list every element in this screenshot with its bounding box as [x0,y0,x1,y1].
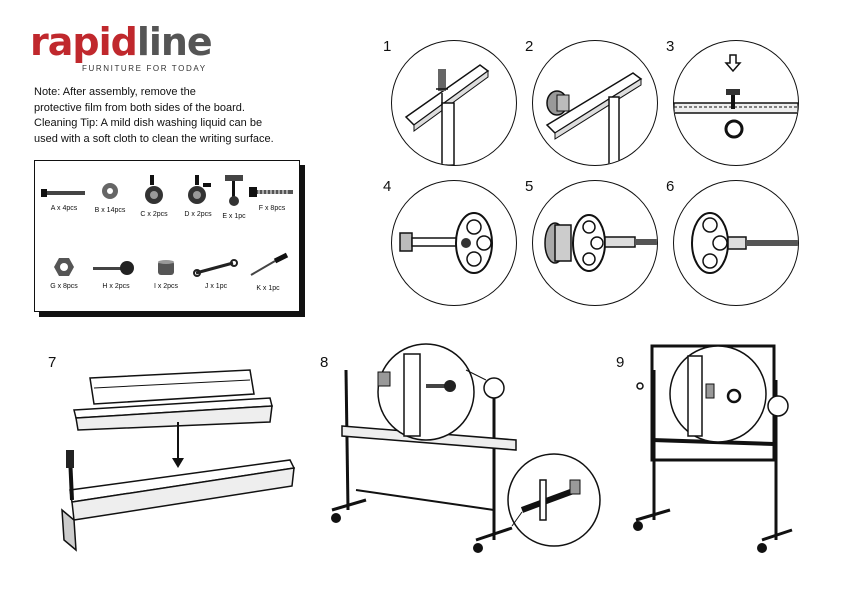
part-h: H x 2pcs [89,259,143,290]
logo-part-rapid: rapid [30,20,138,64]
parts-list-box: A x 4pcs B x 14pcs C x 2pcs D x 2pcs E x… [34,160,300,312]
washer-icon [102,183,118,199]
frame-bar-assembly-icon [404,64,490,165]
part-a: A x 4pcs [37,185,91,212]
logo-part-line: line [136,20,213,64]
step-9-illustration [626,340,816,560]
part-g: G x 8pcs [37,257,91,290]
bolt-into-knob-icon [399,212,493,274]
part-e: E x 1pc [207,175,261,220]
frame-panel-assembly-icon [61,369,296,552]
screwdriver-icon [250,252,289,276]
part-f: F x 8pcs [245,185,299,212]
note-line: protective film from both sides of the b… [34,101,245,114]
part-b: B x 14pcs [83,181,137,214]
part-d: D x 2pcs [171,175,225,218]
wrench-icon [193,259,238,277]
locking-caster-icon [188,175,211,204]
stand-frame-assembly-icon [331,343,601,553]
assembly-note: Note: After assembly, remove the protect… [34,85,324,147]
part-i: I x 2pcs [139,259,193,290]
logo-tagline: FURNITURE FOR TODAY [82,64,207,73]
assembled-knob-bolt-icon [691,212,798,274]
finished-whiteboard-icon [633,344,793,553]
hook-insert-icon [674,54,798,139]
step-number-8: 8 [320,354,329,371]
step-4-illustration [391,180,517,306]
note-line: Cleaning Tip: A mild dish washing liquid… [34,117,263,129]
step-1-illustration [391,40,517,166]
step-number-4: 4 [383,178,392,195]
step-7-illustration [50,360,320,560]
note-line: Note: After assembly, remove the [34,86,196,98]
step-number-6: 6 [666,178,675,195]
cap-icon [158,260,174,275]
step-2-illustration [532,40,658,166]
step-number-7: 7 [48,354,57,371]
hook-icon [225,175,243,206]
logo-wordmark: rapidline [30,20,213,64]
step-number-5: 5 [525,178,534,195]
step-number-9: 9 [616,354,625,371]
knob-bolt-icon [93,261,134,275]
part-c: C x 2pcs [127,175,181,218]
step-number-3: 3 [666,38,675,55]
step-6-illustration [673,180,799,306]
bolt-icon [41,189,85,197]
step-number-1: 1 [383,38,392,55]
cap-on-knob-icon [544,214,657,272]
step-8-illustration [326,340,606,560]
note-line: used with a soft cloth to clean the writ… [34,132,274,145]
threaded-bolt-icon [249,187,293,197]
step-number-2: 2 [525,38,534,55]
part-j: J x 1pc [189,259,243,290]
frame-cap-assembly-icon [545,72,643,165]
caster-icon [145,175,163,204]
brand-logo: rapidline FURNITURE FOR TODAY [30,20,213,74]
nut-icon [54,258,74,276]
step-5-illustration [532,180,658,306]
part-k: K x 1pc [241,252,295,292]
step-3-illustration [673,40,799,166]
